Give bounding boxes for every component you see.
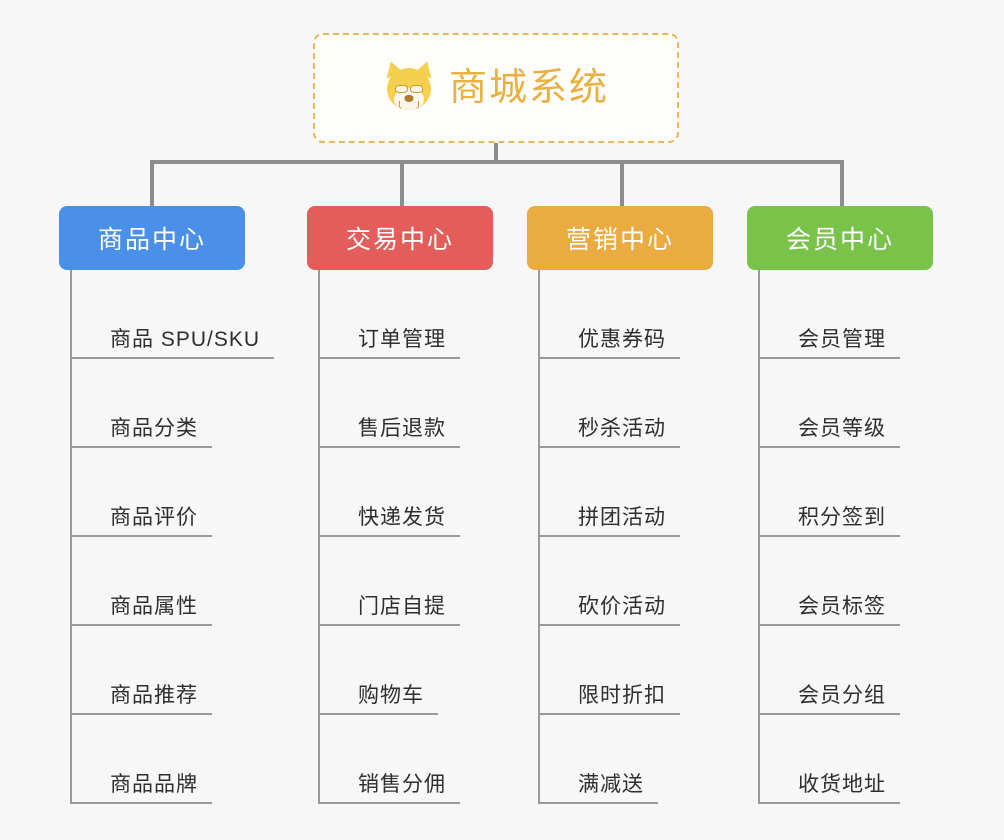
connector-drop-3 bbox=[620, 160, 624, 208]
leaf-list-2: 订单管理 售后退款 快递发货 门店自提 购物车 销售分佣 bbox=[318, 270, 493, 804]
leaf-label: 会员等级 bbox=[760, 416, 900, 448]
leaf-label: 拼团活动 bbox=[540, 505, 680, 537]
category-header-4[interactable]: 会员中心 bbox=[747, 206, 933, 270]
leaf-item[interactable]: 购物车 bbox=[320, 626, 493, 715]
category-header-3[interactable]: 营销中心 bbox=[527, 206, 713, 270]
leaf-item[interactable]: 收货地址 bbox=[760, 715, 933, 804]
leaf-label: 满减送 bbox=[540, 772, 658, 804]
leaf-item[interactable]: 会员分组 bbox=[760, 626, 933, 715]
leaf-label: 会员分组 bbox=[760, 683, 900, 715]
leaf-label: 砍价活动 bbox=[540, 594, 680, 626]
leaf-list-4: 会员管理 会员等级 积分签到 会员标签 会员分组 收货地址 bbox=[758, 270, 933, 804]
leaf-item[interactable]: 会员标签 bbox=[760, 537, 933, 626]
leaf-item[interactable]: 满减送 bbox=[540, 715, 713, 804]
leaf-item[interactable]: 秒杀活动 bbox=[540, 359, 713, 448]
leaf-item[interactable]: 商品推荐 bbox=[72, 626, 274, 715]
connector-drop-4 bbox=[840, 160, 844, 208]
leaf-label: 售后退款 bbox=[320, 416, 460, 448]
leaf-label: 商品属性 bbox=[72, 594, 212, 626]
leaf-item[interactable]: 订单管理 bbox=[320, 270, 493, 359]
leaf-label: 积分签到 bbox=[760, 505, 900, 537]
leaf-item[interactable]: 快递发货 bbox=[320, 448, 493, 537]
leaf-label: 秒杀活动 bbox=[540, 416, 680, 448]
leaf-item[interactable]: 砍价活动 bbox=[540, 537, 713, 626]
leaf-item[interactable]: 商品属性 bbox=[72, 537, 274, 626]
leaf-item[interactable]: 拼团活动 bbox=[540, 448, 713, 537]
leaf-item[interactable]: 商品品牌 bbox=[72, 715, 274, 804]
shiba-dog-face-icon bbox=[382, 58, 436, 114]
leaf-list-1: 商品 SPU/SKU 商品分类 商品评价 商品属性 商品推荐 商品品牌 bbox=[70, 270, 275, 804]
leaf-item[interactable]: 会员管理 bbox=[760, 270, 933, 359]
leaf-label: 会员管理 bbox=[760, 327, 900, 359]
leaf-label: 快递发货 bbox=[320, 505, 460, 537]
leaf-item[interactable]: 售后退款 bbox=[320, 359, 493, 448]
leaf-label: 商品推荐 bbox=[72, 683, 212, 715]
leaf-label: 优惠券码 bbox=[540, 327, 680, 359]
leaf-label: 销售分佣 bbox=[320, 772, 460, 804]
leaf-label: 订单管理 bbox=[320, 327, 460, 359]
leaf-item[interactable]: 会员等级 bbox=[760, 359, 933, 448]
leaf-item[interactable]: 商品 SPU/SKU bbox=[72, 270, 275, 359]
category-header-1[interactable]: 商品中心 bbox=[59, 206, 245, 270]
category-column-交易中心: 交易中心 订单管理 售后退款 快递发货 门店自提 购物车 销售分佣 bbox=[307, 206, 493, 804]
category-column-会员中心: 会员中心 会员管理 会员等级 积分签到 会员标签 会员分组 收货地址 bbox=[747, 206, 933, 804]
category-column-商品中心: 商品中心 商品 SPU/SKU 商品分类 商品评价 商品属性 商品推荐 商品品牌 bbox=[59, 206, 275, 804]
leaf-label: 商品品牌 bbox=[72, 772, 212, 804]
leaf-label: 商品 SPU/SKU bbox=[72, 327, 275, 359]
leaf-label: 会员标签 bbox=[760, 594, 900, 626]
leaf-item[interactable]: 积分签到 bbox=[760, 448, 933, 537]
leaf-list-3: 优惠券码 秒杀活动 拼团活动 砍价活动 限时折扣 满减送 bbox=[538, 270, 713, 804]
leaf-label: 商品分类 bbox=[72, 416, 212, 448]
leaf-item[interactable]: 商品分类 bbox=[72, 359, 274, 448]
leaf-label: 商品评价 bbox=[72, 505, 212, 537]
connector-root-stem bbox=[494, 143, 498, 163]
leaf-label: 门店自提 bbox=[320, 594, 460, 626]
leaf-item[interactable]: 优惠券码 bbox=[540, 270, 713, 359]
category-header-2[interactable]: 交易中心 bbox=[307, 206, 493, 270]
category-column-营销中心: 营销中心 优惠券码 秒杀活动 拼团活动 砍价活动 限时折扣 满减送 bbox=[527, 206, 713, 804]
leaf-label: 限时折扣 bbox=[540, 683, 680, 715]
connector-drop-2 bbox=[400, 160, 404, 208]
leaf-label: 收货地址 bbox=[760, 772, 900, 804]
connector-horizontal-bus bbox=[150, 160, 844, 164]
leaf-item[interactable]: 门店自提 bbox=[320, 537, 493, 626]
leaf-item[interactable]: 商品评价 bbox=[72, 448, 274, 537]
root-node[interactable]: 商城系统 bbox=[313, 33, 679, 143]
leaf-item[interactable]: 销售分佣 bbox=[320, 715, 493, 804]
leaf-item[interactable]: 限时折扣 bbox=[540, 626, 713, 715]
leaf-label: 购物车 bbox=[320, 683, 438, 715]
connector-drop-1 bbox=[150, 160, 154, 208]
root-title: 商城系统 bbox=[448, 67, 609, 109]
